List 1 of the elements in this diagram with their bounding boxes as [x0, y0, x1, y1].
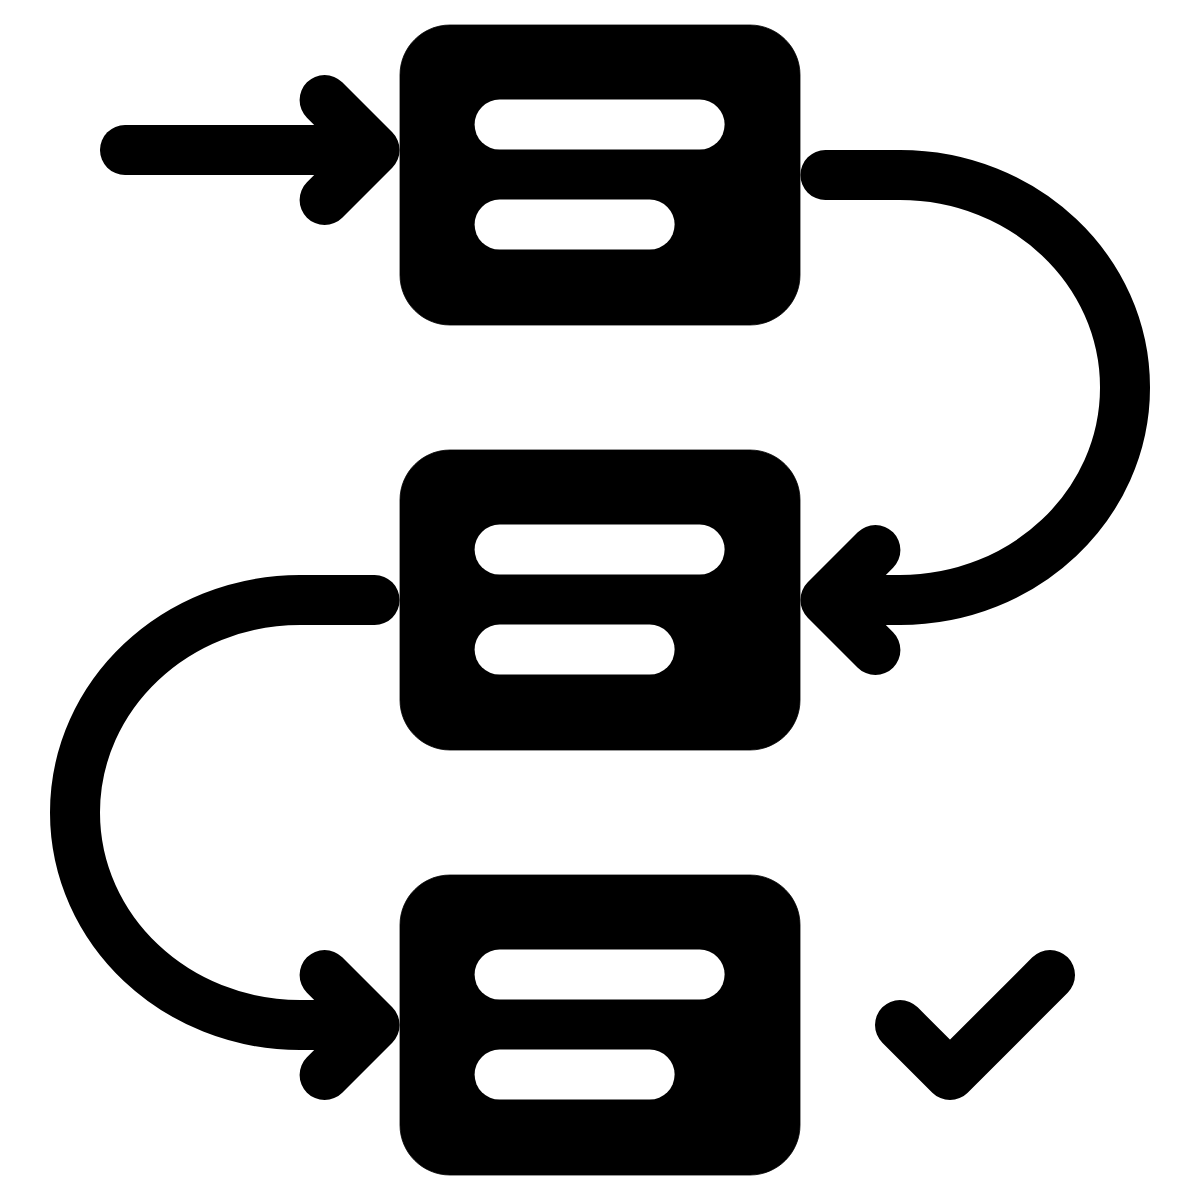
arrow [100, 75, 400, 225]
